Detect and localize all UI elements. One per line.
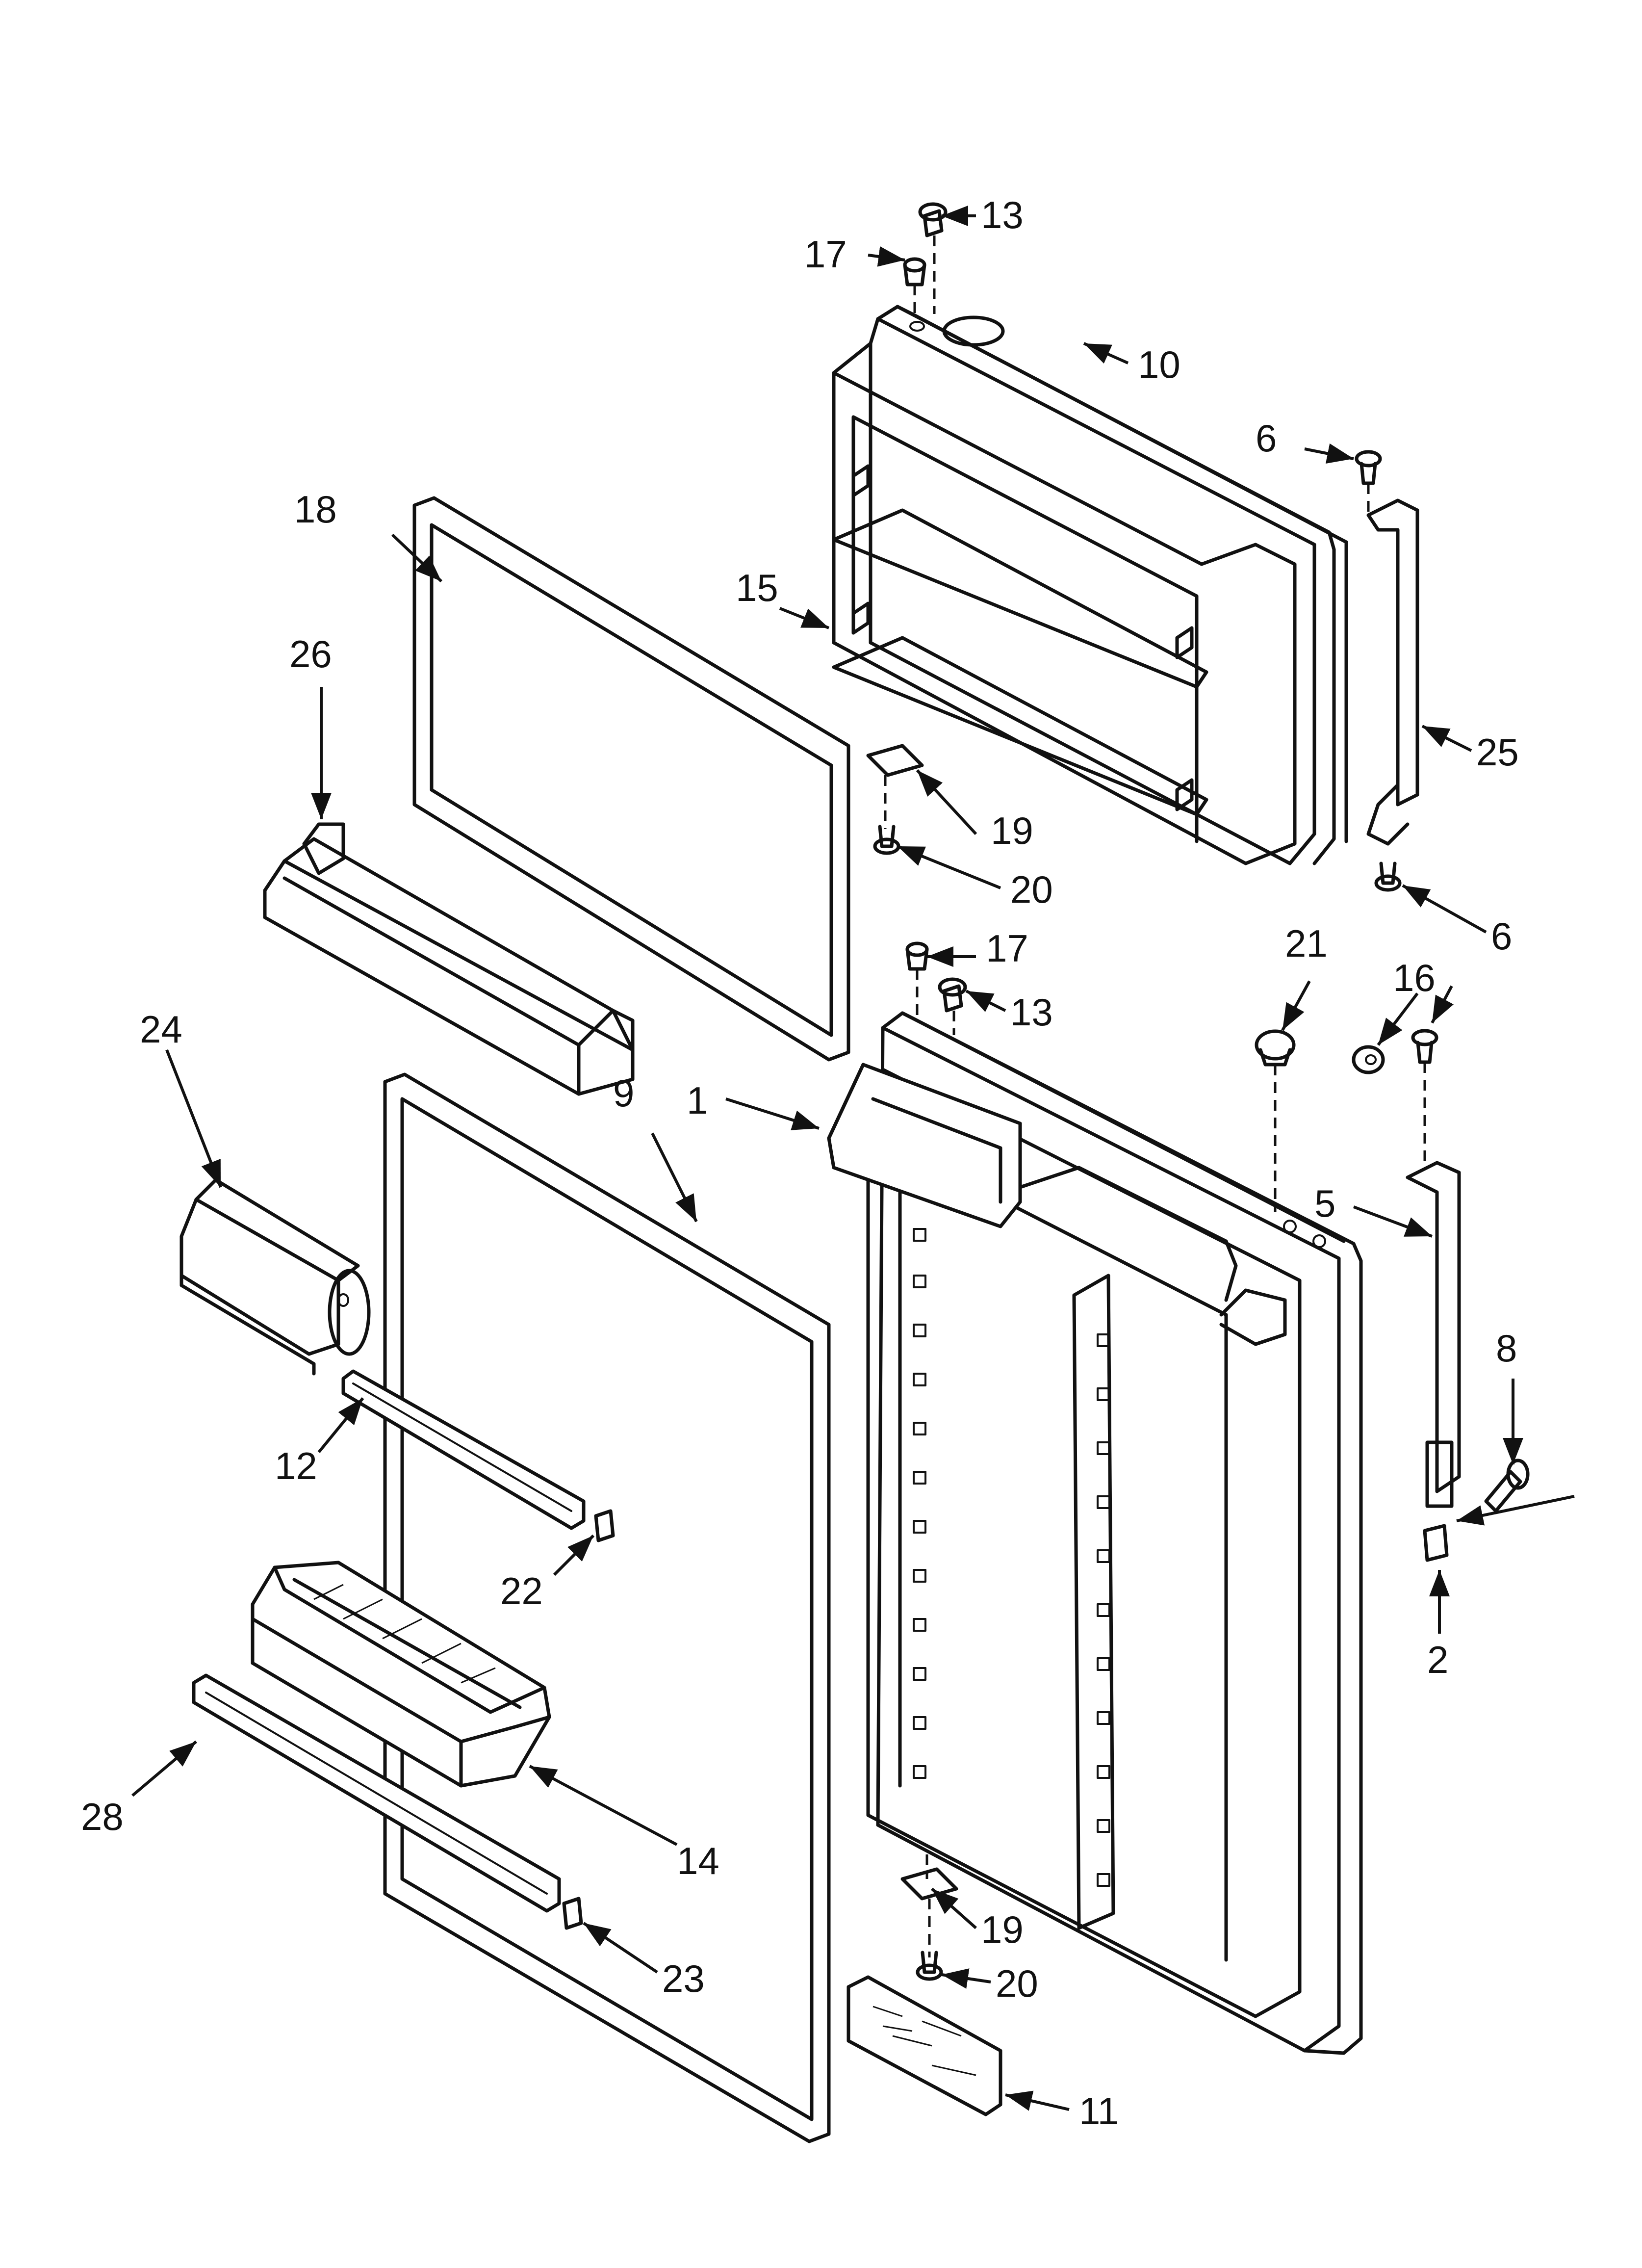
refrigerator-door-part-1: [827, 1011, 1363, 2055]
callout-18: 18: [294, 488, 337, 531]
screw-part-13-bottom: [938, 977, 967, 1013]
screw-part-13-top: [918, 202, 948, 237]
gasket-strip-part-12: [341, 1369, 586, 1530]
callout-25: 25: [1476, 730, 1519, 774]
screw-part-6-top: [1355, 450, 1382, 485]
freezer-door-shelf-part-26: [263, 822, 635, 1096]
screw-part-8: [1484, 1459, 1530, 1513]
callout-19-top: 19: [991, 809, 1033, 852]
callout-17-bottom: 17: [986, 927, 1028, 970]
screw-part-20-bottom: [916, 1951, 943, 1981]
callout-11: 11: [1079, 2089, 1119, 2133]
washer-part-16: [1352, 1045, 1385, 1074]
hinge-pin-part-2: [1423, 1524, 1449, 1562]
callout-16: 16: [1393, 956, 1436, 999]
callout-6-middle: 6: [1491, 914, 1512, 958]
toe-grille-part-11: [847, 1975, 1002, 2116]
callout-19-bottom: 19: [981, 1908, 1024, 1951]
callout-20-bottom: 20: [996, 1962, 1038, 2005]
freezer-door-part-15: [832, 305, 1348, 865]
callout-14: 14: [677, 1839, 719, 1882]
callout-12: 12: [275, 1444, 317, 1487]
callout-26: 26: [289, 632, 332, 676]
callout-21: 21: [1285, 922, 1328, 965]
shim-part-19-top: [866, 744, 924, 777]
assembly-lines: [884, 235, 1426, 1957]
callout-13-top: 13: [981, 193, 1024, 236]
left-rail-studs: [913, 1228, 926, 1779]
door-bin-part-14: [251, 1561, 551, 1788]
right-rail-studs: [1097, 1333, 1110, 1887]
plug-part-17-top: [903, 257, 926, 287]
callout-17-top: 17: [804, 233, 847, 276]
callout-28: 28: [81, 1795, 124, 1838]
callout-9: 9: [613, 1071, 634, 1115]
refrigerator-door-gasket-part-9: [383, 1072, 831, 2143]
callout-2: 2: [1427, 1638, 1448, 1681]
end-cap-part-22: [594, 1509, 615, 1542]
callout-1: 1: [687, 1079, 708, 1122]
callout-8: 8: [1496, 1327, 1517, 1370]
end-cap-part-23: [562, 1897, 583, 1930]
callout-labels: 13 17 10 6 18 15 26 25 19 20 6 17 21 16 …: [81, 193, 1519, 2133]
trim-strip-part-28: [192, 1673, 561, 1913]
callout-20-top: 20: [1010, 868, 1053, 911]
leader-arrows: [131, 206, 1575, 2111]
screw-part-6-middle: [1374, 861, 1402, 892]
freezer-door-gasket-part-18: [412, 496, 850, 1062]
screw-part-20-top: [873, 825, 900, 855]
callout-13-bottom: 13: [1010, 991, 1053, 1034]
part-10-label: [942, 315, 1005, 347]
plug-part-17-bottom: [905, 941, 929, 971]
refrigerator-hinge-part-5: [1406, 1161, 1461, 1508]
callout-5: 5: [1314, 1182, 1335, 1225]
screw-part-6-right: [1411, 1029, 1438, 1064]
callout-6-top: 6: [1256, 417, 1277, 460]
callout-15: 15: [736, 566, 778, 609]
callout-10: 10: [1138, 343, 1180, 386]
shim-part-19-bottom: [900, 1867, 958, 1901]
freezer-hinge-part-25: [1366, 498, 1419, 846]
callout-23: 23: [662, 1957, 705, 2000]
cap-part-21: [1255, 1029, 1296, 1067]
callout-24: 24: [140, 1008, 182, 1051]
callout-22: 22: [500, 1569, 543, 1613]
dairy-door-cover-part-24: [180, 1178, 371, 1376]
